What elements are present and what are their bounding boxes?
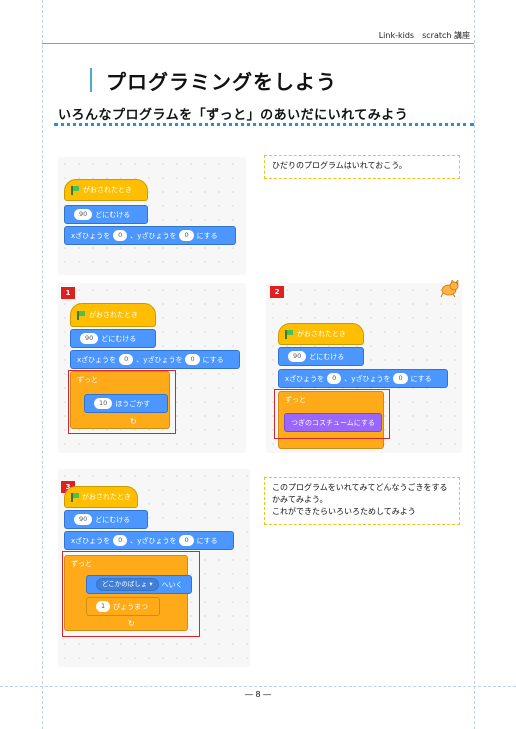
cat-sprite-icon (440, 280, 459, 298)
block-input[interactable]: 0 (393, 373, 408, 384)
block-input[interactable]: 0 (327, 373, 342, 384)
note-top: ひだりのプログラムはいれておこう。 (264, 155, 460, 179)
block-text: ずっと (77, 376, 98, 384)
block-text: がおされたとき (83, 186, 132, 194)
when-flag-block[interactable]: がおされたとき (70, 303, 156, 327)
page-header: Link-kids scratch 講座 (378, 31, 470, 40)
note-line: これができたらいろいろためしてみよう (272, 507, 416, 516)
block-input[interactable]: 0 (119, 354, 134, 365)
title-accent-bar (90, 68, 92, 92)
page-title: プログラミングをしよう (106, 70, 337, 94)
block-input[interactable]: 0 (179, 230, 194, 241)
green-flag-icon (71, 492, 79, 502)
block-text: にする (202, 355, 224, 364)
block-text: がおされたとき (82, 493, 131, 501)
block-text: xざひょうを (71, 536, 111, 545)
block-text: がおされたとき (89, 311, 138, 319)
header-divider (42, 43, 474, 44)
block-text: ほうごかす (115, 399, 151, 408)
next-costume-block[interactable]: つぎのコスチュームにする (284, 413, 382, 432)
step-badge-2: 2 (270, 286, 284, 298)
green-flag-icon (285, 329, 293, 339)
guide-line-bottom (0, 686, 516, 687)
green-flag-icon (71, 185, 79, 195)
goto-target-block[interactable]: どこかのばしょ ▾へいく (86, 575, 192, 594)
block-text: 、yざひょうを (136, 355, 183, 364)
loop-arrow-icon: ↻ (128, 619, 135, 628)
highlight-box (68, 370, 176, 434)
block-text: ずっと (285, 396, 306, 404)
block-input[interactable]: 0 (185, 354, 200, 365)
block-text: にする (196, 231, 218, 240)
highlight-box (62, 551, 200, 637)
guide-line-left (42, 0, 43, 729)
block-input[interactable]: 90 (74, 514, 93, 525)
block-text: がおされたとき (297, 330, 346, 338)
block-input[interactable]: 0 (113, 535, 128, 546)
note-bottom: このプログラムをいれてみてどんなうごきをする かみてみよう。 これができたらいろ… (264, 477, 460, 525)
page-number: ― 8 ― (244, 690, 272, 699)
block-input[interactable]: 0 (113, 230, 128, 241)
block-input[interactable]: 90 (288, 351, 307, 362)
green-flag-icon (77, 310, 85, 320)
step-badge-1: 1 (61, 287, 75, 299)
block-text: にする (196, 536, 218, 545)
when-flag-block[interactable]: がおされたとき (64, 486, 138, 508)
block-text: 、yざひょうを (130, 536, 177, 545)
guide-line-right (474, 0, 475, 729)
block-text: 、yざひょうを (344, 374, 391, 383)
block-text: びょうまつ (113, 602, 149, 611)
block-input[interactable]: 1 (96, 601, 111, 612)
block-text: xざひょうを (77, 355, 117, 364)
block-text: つぎのコスチュームにする (291, 418, 375, 427)
note-line: このプログラムをいれてみてどんなうごきをする (272, 483, 448, 492)
block-text: どにむける (101, 334, 137, 343)
block-input[interactable]: 90 (80, 333, 99, 344)
target-dropdown[interactable]: どこかのばしょ ▾ (96, 578, 159, 591)
note-line: かみてみよう。 (272, 495, 328, 504)
block-text: にする (410, 374, 432, 383)
block-text: 、yざひょうを (130, 231, 177, 240)
block-input[interactable]: 90 (74, 209, 93, 220)
block-text: どにむける (95, 515, 131, 524)
block-text: xざひょうを (71, 231, 111, 240)
block-input[interactable]: 0 (179, 535, 194, 546)
block-text: ずっと (71, 560, 92, 568)
block-text: xざひょうを (285, 374, 325, 383)
block-text: へいく (161, 580, 183, 589)
block-text: どにむける (309, 352, 345, 361)
subtitle-dotted-rule (54, 123, 474, 126)
when-flag-block[interactable]: がおされたとき (278, 323, 364, 345)
block-input[interactable]: 10 (94, 398, 113, 409)
when-flag-block[interactable]: がおされたとき (64, 179, 148, 201)
highlight-box (274, 389, 390, 439)
page-subtitle: いろんなプログラムを「ずっと」のあいだにいれてみよう (58, 108, 409, 123)
block-text: どにむける (95, 210, 131, 219)
loop-arrow-icon: ↻ (130, 417, 137, 426)
